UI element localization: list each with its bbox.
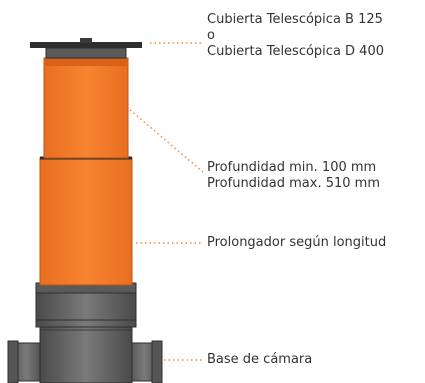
label-extension: Prolongador según longitud — [207, 235, 387, 250]
label-cover-b125: Cubierta Telescópica B 125 — [207, 12, 383, 27]
label-cover-d400: Cubierta Telescópica D 400 — [207, 44, 384, 59]
telescopic-ring — [44, 58, 128, 66]
telescopic-cover — [30, 38, 142, 59]
extension-tube — [39, 157, 133, 286]
leader-lines — [129, 42, 204, 361]
base-pipe-socket-right — [151, 340, 163, 383]
cover-frame — [30, 42, 142, 48]
label-depth-max: Profundidad max. 510 mm — [207, 176, 381, 191]
base-pipe-socket-left — [7, 340, 19, 383]
chamber-base — [7, 282, 163, 383]
cover-handle — [80, 38, 92, 43]
label-telescopic-cover: Cubierta Telescópica B 125 o Cubierta Te… — [207, 12, 384, 60]
base-body — [39, 322, 133, 383]
label-chamber-base: Base de cámara — [207, 352, 313, 367]
label-depth-min: Profundidad min. 100 mm — [207, 160, 377, 175]
cover-lid — [45, 47, 127, 59]
label-depth: Profundidad min. 100 mm Profundidad max.… — [207, 160, 380, 192]
label-cover-or: o — [207, 28, 215, 43]
telescopic-tube — [43, 57, 129, 159]
leader-profundidad — [129, 109, 204, 173]
